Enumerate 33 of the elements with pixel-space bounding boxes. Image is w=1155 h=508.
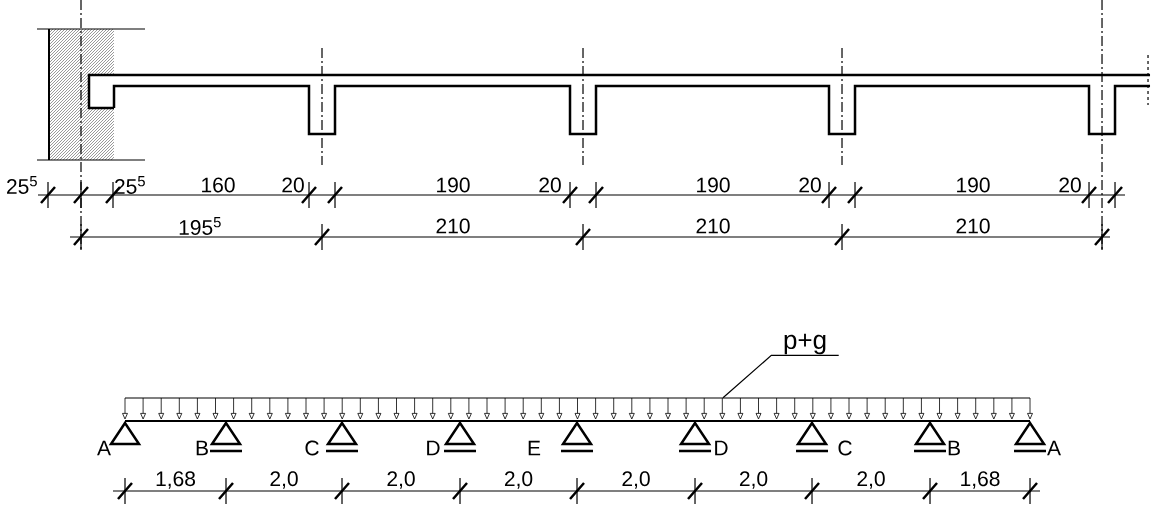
dimension-label: 20 [1059, 177, 1081, 193]
support-label: A [97, 440, 111, 456]
dimension-label: 190 [957, 177, 990, 193]
support-label: C [838, 440, 852, 456]
dimension-label: 210 [696, 218, 730, 234]
dimension-label: 20 [539, 177, 561, 193]
support-label: C [305, 440, 319, 456]
load-label: p+g [784, 333, 826, 355]
dimension-label: 190 [437, 177, 470, 193]
support-label: B [948, 440, 960, 456]
distributed-load-drawing [122, 397, 1033, 422]
dimension-label: 20 [799, 177, 821, 193]
support-label: D [427, 440, 440, 456]
dimension-label: 1,68 [156, 471, 195, 489]
dimension-label: 2,0 [504, 471, 533, 489]
dimension-label: 2,0 [857, 471, 885, 489]
dimension-label: 25$^{5}$ [7, 176, 37, 194]
support-label: B [196, 440, 208, 456]
support-label: E [528, 440, 541, 456]
dimension-label: 2,0 [270, 471, 298, 489]
support-label: D [715, 440, 728, 456]
dimension-label: 210 [436, 218, 470, 234]
dimension-label: 1,68 [961, 471, 1000, 489]
support-label: A [1047, 440, 1061, 456]
dimension-label: 195$^{5}$ [179, 217, 221, 235]
dimension-label: 2,0 [387, 471, 415, 489]
leader-line [722, 354, 840, 399]
dimension-label: 190 [697, 177, 730, 193]
dimension-label: 210 [956, 218, 990, 234]
dimension-label: 2,0 [739, 471, 768, 489]
dimension-label: 20 [282, 177, 304, 193]
dimension-label: 2,0 [622, 471, 650, 489]
dimension-label: 160 [202, 177, 235, 193]
